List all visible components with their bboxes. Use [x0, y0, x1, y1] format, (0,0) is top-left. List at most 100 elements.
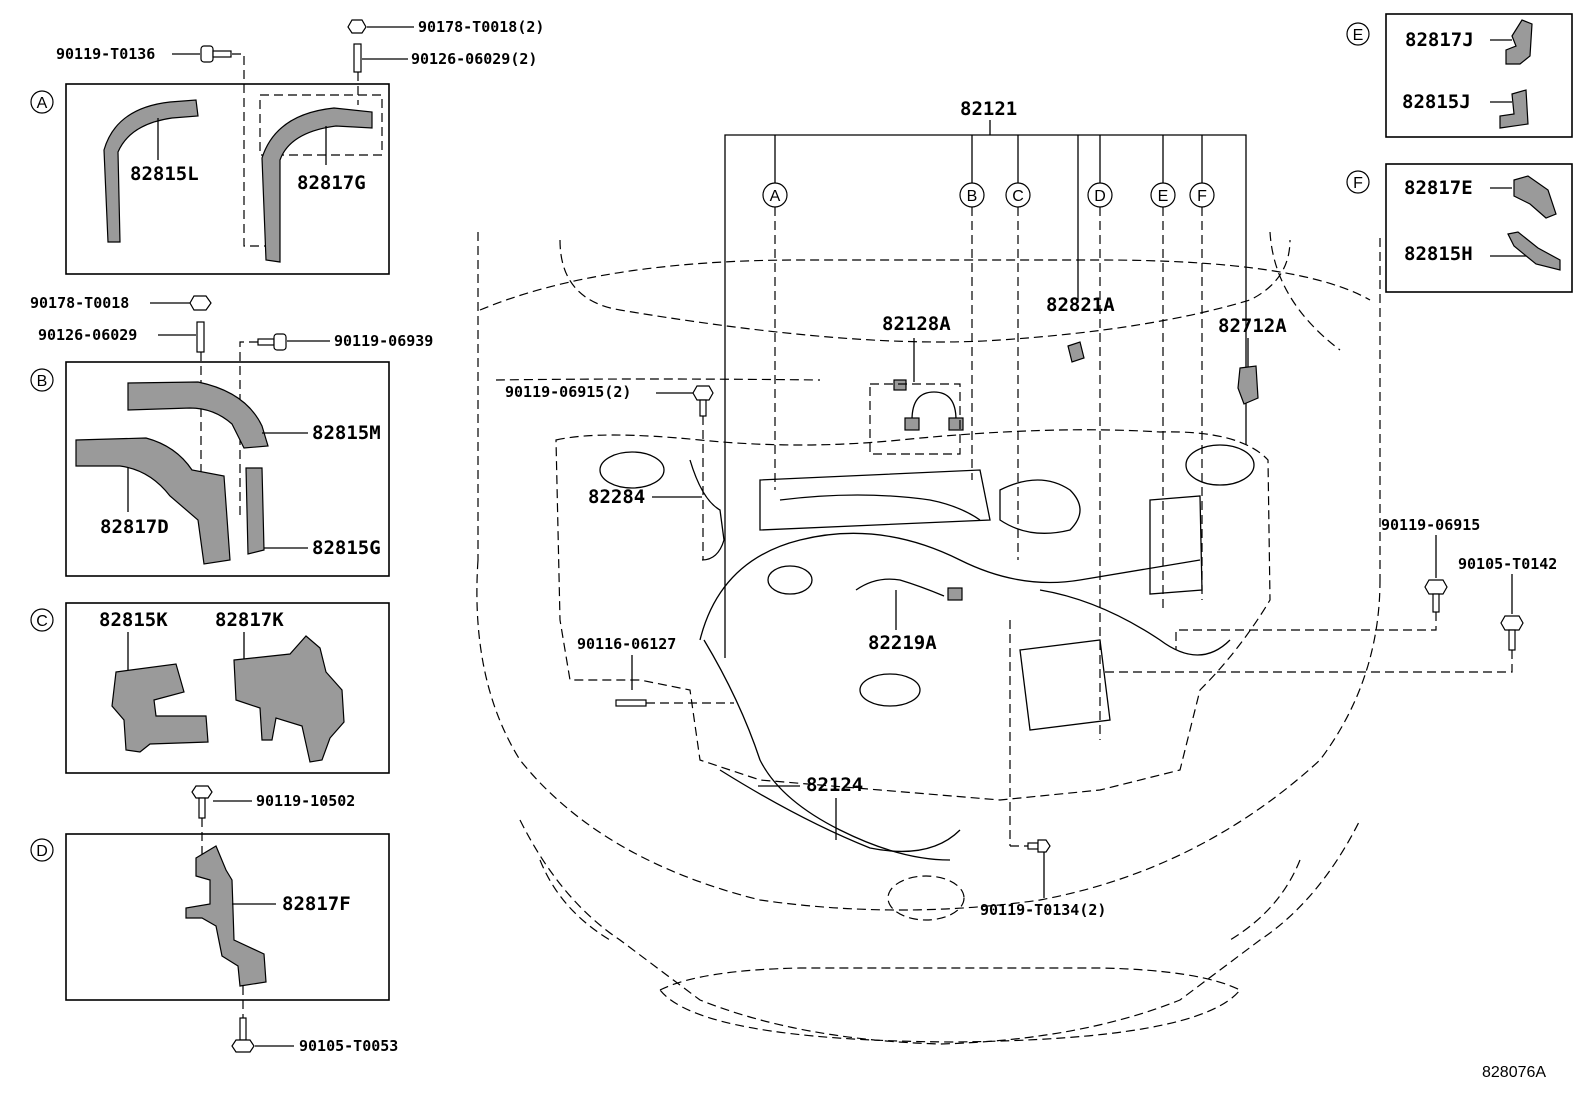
part-label-90119-10502[interactable]: 90119-10502 [256, 792, 355, 810]
part-82817j-shape[interactable] [1505, 19, 1533, 65]
part-82817g-shape[interactable] [261, 107, 373, 263]
part-label-82128a[interactable]: 82128A [882, 313, 951, 335]
part-82817d-shape[interactable] [75, 437, 231, 565]
bolt-icon[interactable] [273, 333, 287, 351]
strut-tower-left [599, 451, 665, 489]
engine-outline [555, 429, 1271, 801]
part-label-82817e[interactable]: 82817E [1404, 177, 1473, 199]
part-82284-wire[interactable] [689, 459, 725, 561]
part-82815m-shape[interactable] [127, 381, 269, 449]
part-label-82815k[interactable]: 82815K [99, 609, 168, 631]
stud-icon[interactable] [196, 321, 205, 353]
intake-duct [999, 479, 1081, 534]
engine-bay: 82121 A B C D E F [476, 98, 1557, 1081]
part-label-90119-06915[interactable]: 90119-06915 [1381, 516, 1480, 534]
part-label-82284[interactable]: 82284 [588, 486, 645, 508]
lower-grille [659, 967, 1241, 1043]
diagram-id: 828076A [1482, 1064, 1546, 1081]
part-label-90116-06127[interactable]: 90116-06127 [577, 635, 676, 653]
panel-b-frame [65, 361, 390, 577]
part-label-90105-t0053[interactable]: 90105-T0053 [299, 1037, 398, 1055]
bolt-shank-icon [257, 338, 275, 346]
bolt-head-icon[interactable] [191, 785, 213, 799]
part-82815k-shape[interactable] [111, 663, 209, 753]
part-label-90178-t0018-2[interactable]: 90178-T0018(2) [418, 18, 544, 36]
nut-icon[interactable] [189, 295, 212, 311]
harness-wire [779, 494, 981, 521]
part-82815g-shape[interactable] [245, 467, 265, 555]
stud-icon[interactable] [353, 43, 362, 73]
callout-letter-a: A [37, 95, 48, 112]
part-label-82815m[interactable]: 82815M [312, 422, 381, 444]
part-label-90119-t0134-2[interactable]: 90119-T0134(2) [980, 901, 1106, 919]
part-label-82817g[interactable]: 82817G [297, 172, 366, 194]
panel-c: C 82815K 82817K [30, 602, 390, 774]
part-label-90119-06915-2[interactable]: 90119-06915(2) [505, 383, 631, 401]
part-label-90178-t0018[interactable]: 90178-T0018 [30, 294, 129, 312]
engine-callout-c-letter: C [1012, 188, 1024, 205]
bolt-head-icon[interactable] [1500, 615, 1524, 631]
part-label-82817j[interactable]: 82817J [1405, 29, 1474, 51]
callout-circle-f [1346, 170, 1370, 194]
part-label-82219a[interactable]: 82219A [868, 632, 937, 654]
part-label-82815l[interactable]: 82815L [130, 163, 199, 185]
part-82815j-shape[interactable] [1499, 89, 1529, 129]
callout-letter-e: E [1353, 27, 1364, 44]
part-label-90126-06029[interactable]: 90126-06029 [38, 326, 137, 344]
part-82128a-wire[interactable] [911, 391, 957, 421]
bolt-head-icon[interactable] [1424, 579, 1448, 595]
part-82219a-wire[interactable] [855, 578, 945, 597]
part-label-90126-06029-2[interactable]: 90126-06029(2) [411, 50, 537, 68]
callout-letter-d: D [36, 843, 48, 860]
bolt-shank-icon [1027, 842, 1039, 850]
callout-circle-e [1346, 22, 1370, 46]
stud-icon[interactable] [615, 699, 647, 707]
part-82712a-shape[interactable] [1237, 365, 1259, 405]
part-label-82815g[interactable]: 82815G [312, 537, 381, 559]
bolt-shank-icon [198, 797, 206, 819]
part-82821a-shape[interactable] [1067, 341, 1085, 363]
part-label-82817k[interactable]: 82817K [215, 609, 284, 631]
bolt-icon[interactable] [200, 45, 214, 63]
part-label-82817d[interactable]: 82817D [100, 516, 169, 538]
panel-e-frame [1385, 13, 1573, 138]
hood-line [495, 378, 821, 381]
panel-f-frame [1385, 163, 1573, 293]
bolt-shank-icon [212, 50, 232, 58]
part-label-82817f[interactable]: 82817F [282, 893, 351, 915]
part-82817e-shape[interactable] [1513, 175, 1557, 219]
part-82815l-shape[interactable] [103, 99, 199, 243]
connector-icon [947, 587, 963, 601]
callout-circle-c [30, 608, 54, 632]
nut-icon[interactable] [347, 19, 367, 34]
connector-icon [904, 417, 920, 431]
panel-b: B 90178-T0018 90126-06029 90119-06939 82… [30, 294, 433, 577]
bolt-shank-icon [1432, 593, 1440, 613]
panel-a: A 90178-T0018(2) 90126-06029(2) 90119-T0… [30, 18, 544, 275]
bolt-head-icon[interactable] [1037, 839, 1051, 853]
harness-wire [1039, 589, 1231, 656]
engine-cap [859, 673, 921, 707]
engine-callout-e-letter: E [1158, 188, 1169, 205]
part-82817k-shape[interactable] [233, 635, 345, 763]
part-label-82712a[interactable]: 82712A [1218, 315, 1287, 337]
bolt-head-icon[interactable] [692, 385, 714, 401]
part-82815h-shape[interactable] [1507, 231, 1561, 271]
engine-callout-b-letter: B [967, 188, 978, 205]
part-label-82121[interactable]: 82121 [960, 98, 1017, 120]
part-label-82821a[interactable]: 82821A [1046, 294, 1115, 316]
bolt-shank-icon [239, 1017, 247, 1041]
part-label-90105-t0142[interactable]: 90105-T0142 [1458, 555, 1557, 573]
body-outline [1229, 859, 1301, 941]
bolt-head-icon[interactable] [231, 1039, 255, 1053]
part-label-82815h[interactable]: 82815H [1404, 243, 1473, 265]
fuse-box [1019, 639, 1111, 731]
part-label-82815j[interactable]: 82815J [1402, 91, 1471, 113]
part-label-90119-06939[interactable]: 90119-06939 [334, 332, 433, 350]
part-label-90119-t0136[interactable]: 90119-T0136 [56, 45, 155, 63]
callout-letter-f: F [1353, 175, 1363, 192]
part-label-82124[interactable]: 82124 [806, 774, 863, 796]
part-82817f-shape[interactable] [185, 845, 267, 987]
dashed-guide [232, 53, 280, 247]
